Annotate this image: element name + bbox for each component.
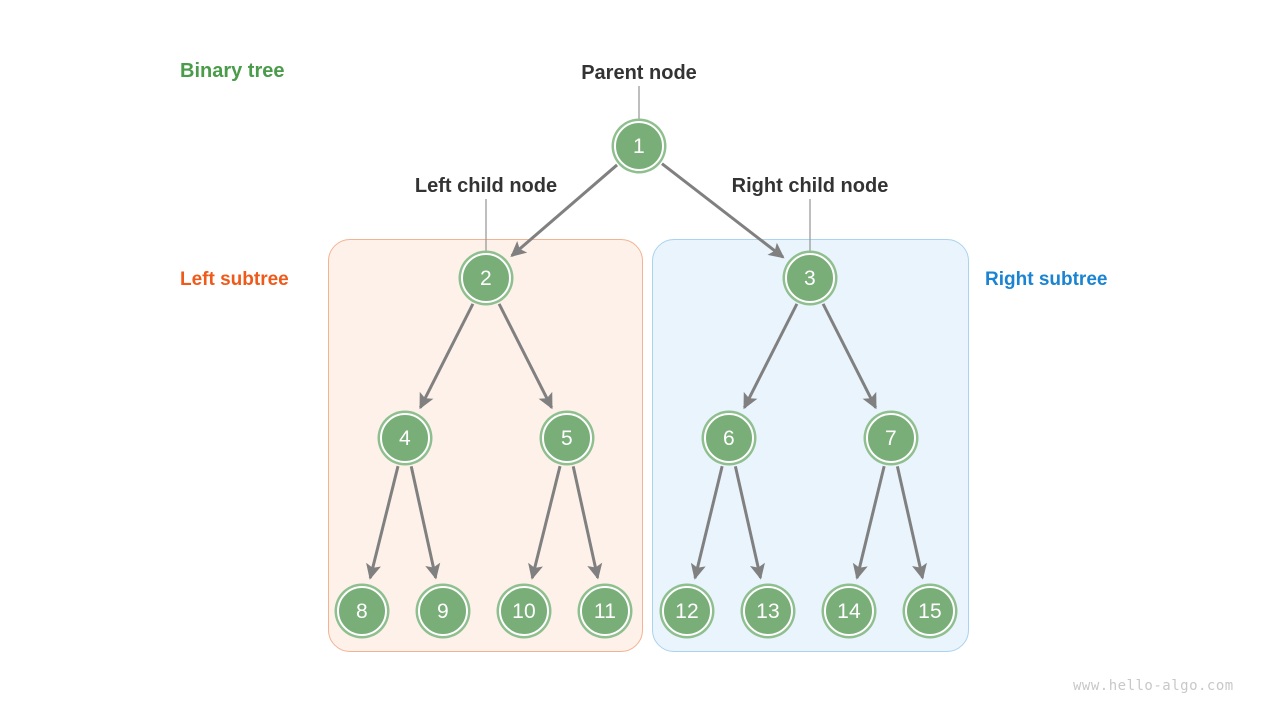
tree-node-11[interactable]: 11 [580, 586, 630, 636]
tree-node-label: 1 [633, 134, 645, 158]
tree-node-label: 3 [804, 266, 816, 290]
tree-node-3[interactable]: 3 [785, 253, 835, 303]
tree-node-7[interactable]: 7 [866, 413, 916, 463]
left-subtree-label: Left subtree [180, 269, 289, 290]
tree-edge-1-to-2 [510, 163, 619, 257]
tree-node-label: 8 [356, 599, 368, 623]
annotation-line-group [485, 86, 811, 252]
tree-edge-5-to-11 [571, 466, 603, 580]
tree-node-label: 13 [756, 599, 780, 623]
tree-node-label: 9 [437, 599, 449, 623]
tree-edge-7-to-15 [895, 465, 927, 580]
tree-edge-6-to-12 [690, 465, 724, 580]
tree-edge-7-to-14 [852, 465, 886, 580]
tree-node-label: 15 [918, 599, 942, 623]
tree-edge-3-to-7 [821, 303, 877, 410]
tree-edge-6-to-13 [733, 465, 765, 580]
tree-node-label: 4 [399, 426, 411, 450]
tree-edge-2-to-4 [419, 303, 475, 410]
tree-node-label: 7 [885, 426, 897, 450]
right-subtree-label: Right subtree [985, 269, 1108, 290]
tree-node-label: 10 [512, 599, 536, 623]
tree-edge-3-to-6 [743, 303, 799, 410]
tree-node-label: 2 [480, 266, 492, 290]
tree-edge-4-to-8 [366, 465, 400, 580]
tree-node-10[interactable]: 10 [499, 586, 549, 636]
tree-node-4[interactable]: 4 [380, 413, 430, 463]
tree-edge-5-to-10 [528, 465, 562, 580]
tree-node-label: 5 [561, 426, 573, 450]
left-child-annotation: Left child node [414, 175, 558, 197]
tree-node-12[interactable]: 12 [662, 586, 712, 636]
tree-node-14[interactable]: 14 [824, 586, 874, 636]
tree-node-13[interactable]: 13 [743, 586, 793, 636]
tree-edge-4-to-9 [409, 466, 441, 580]
tree-node-6[interactable]: 6 [704, 413, 754, 463]
tree-edge-2-to-5 [497, 303, 553, 410]
tree-node-2[interactable]: 2 [461, 253, 511, 303]
tree-edge-1-to-3 [661, 162, 785, 259]
tree-node-1[interactable]: 1 [614, 121, 664, 171]
tree-node-label: 12 [675, 599, 699, 623]
tree-node-label: 11 [593, 599, 617, 623]
tree-node-9[interactable]: 9 [418, 586, 468, 636]
parent-node-annotation: Parent node [581, 62, 697, 84]
tree-node-15[interactable]: 15 [905, 586, 955, 636]
page-title: Binary tree [180, 60, 285, 82]
right-child-annotation: Right child node [731, 175, 889, 197]
edge-group [366, 162, 927, 580]
tree-node-label: 14 [837, 599, 861, 623]
tree-node-8[interactable]: 8 [337, 586, 387, 636]
tree-node-5[interactable]: 5 [542, 413, 592, 463]
watermark: www.hello-algo.com [1073, 678, 1234, 694]
tree-node-label: 6 [723, 426, 735, 450]
